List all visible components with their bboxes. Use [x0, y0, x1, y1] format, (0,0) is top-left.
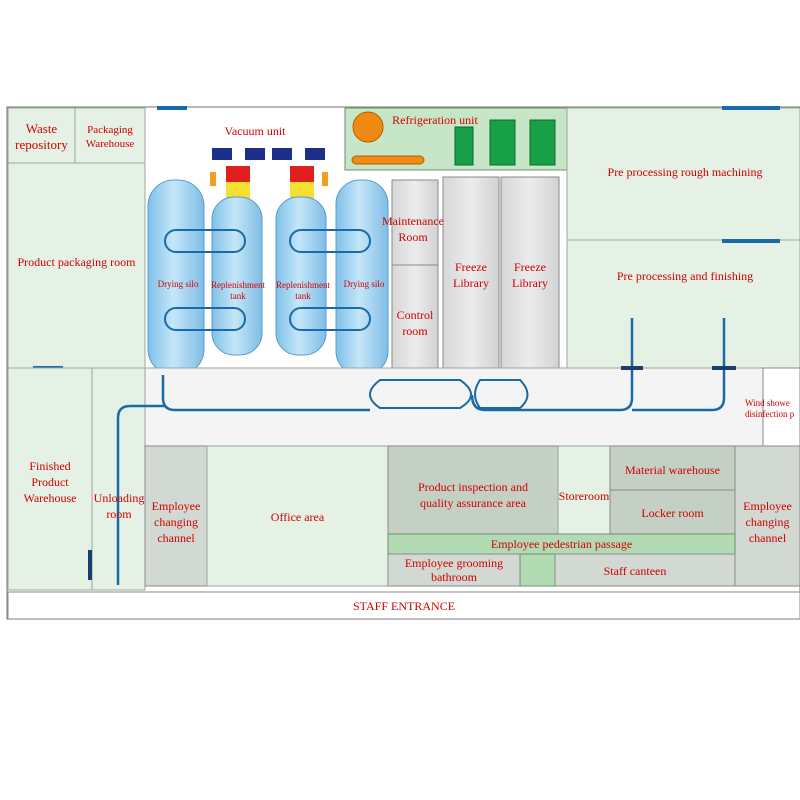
window-marker	[722, 106, 780, 110]
pre-processing-rough-room	[566, 107, 800, 241]
label-product-inspection: Product inspection and quality assurance…	[418, 480, 528, 510]
label-freeze-library-2: Freeze Library	[512, 260, 548, 290]
tank-connector	[289, 229, 371, 253]
replenishment-tank-2	[275, 196, 327, 356]
label-packaging-warehouse: Packaging Warehouse	[85, 124, 135, 150]
pipe-marker	[712, 366, 736, 370]
freeze-library-1-room	[442, 176, 500, 369]
product-packaging-room	[7, 162, 146, 369]
refrigeration-pipe	[351, 155, 425, 165]
refrigeration-module	[489, 119, 516, 166]
label-office-area: Office area	[270, 510, 325, 524]
label-maintenance-room: Maintenance Room	[382, 214, 444, 244]
control-room	[391, 264, 439, 369]
label-replenishment-tank-1: Replenishment tank	[211, 280, 265, 301]
tank-connector	[164, 307, 246, 331]
pump-yellow	[290, 182, 314, 200]
vacuum-pump	[212, 148, 232, 160]
label-staff-canteen: Staff canteen	[603, 564, 667, 578]
office-area-room	[206, 445, 389, 587]
staff-canteen-room	[554, 553, 736, 587]
refrigeration-compressor	[352, 111, 384, 143]
label-pre-processing-finishing: Pre processing and finishing	[616, 269, 754, 283]
label-wind-shower: Wind showe disinfection p	[745, 398, 795, 419]
label-refrigeration-unit: Refrigeration unit	[392, 113, 478, 127]
window-marker	[722, 239, 780, 243]
unloading-pipe	[116, 404, 165, 585]
label-employee-changing-channel-2: Employee changing channel	[743, 499, 792, 545]
right-pipe-loop	[474, 379, 529, 409]
pump-red	[226, 166, 250, 182]
vacuum-pump	[245, 148, 265, 160]
label-control-room: Control room	[396, 308, 434, 338]
refrigeration-module	[529, 119, 556, 166]
staff-entrance-strip	[7, 591, 800, 620]
product-inspection-room	[387, 445, 559, 535]
locker-room	[609, 489, 736, 535]
label-drying-silo-2: Drying silo	[343, 278, 385, 289]
freeze-library-2-room	[500, 176, 560, 369]
refrigeration-module	[454, 126, 474, 166]
label-locker-room: Locker room	[641, 506, 704, 520]
corridor	[144, 367, 800, 447]
label-finished-product-warehouse: Finished Product Warehouse	[23, 459, 77, 505]
pipe-marker	[621, 366, 643, 370]
passage-door	[519, 553, 556, 587]
label-employee-changing-channel-1: Employee changing channel	[151, 499, 201, 545]
vacuum-pump	[305, 148, 325, 160]
waste-repository-room	[7, 107, 76, 164]
label-staff-entrance: STAFF ENTRANCE	[352, 599, 456, 613]
label-freeze-library-1: Freeze Library	[453, 260, 489, 290]
pump-orange	[322, 172, 328, 186]
vacuum-pump	[272, 148, 292, 160]
label-product-packaging-room: Product packaging room	[17, 255, 136, 269]
label-storeroom: Storeroom	[558, 489, 610, 503]
storeroom	[557, 445, 611, 535]
pre-processing-finishing-room	[566, 239, 800, 369]
window-marker	[157, 106, 187, 110]
label-employee-grooming-bathroom: Employee grooming bathroom	[404, 556, 504, 584]
replenishment-tank-1	[211, 196, 263, 356]
tank-connector	[164, 229, 246, 253]
pump-yellow	[226, 182, 250, 200]
tank-connector	[289, 307, 371, 331]
label-drying-silo-1: Drying silo	[157, 278, 199, 289]
label-replenishment-tank-2: Replenishment tank	[276, 280, 330, 301]
maintenance-room	[391, 179, 439, 266]
pump-orange	[210, 172, 216, 186]
right-pipe	[632, 318, 726, 412]
label-material-warehouse: Material warehouse	[625, 463, 720, 477]
material-warehouse-room	[609, 445, 736, 491]
label-vacuum-unit: Vacuum unit	[224, 124, 286, 138]
employee-grooming-bathroom-room	[387, 553, 521, 587]
label-pre-processing-rough: Pre processing rough machining	[607, 165, 763, 179]
main-pipe-loop	[161, 318, 634, 412]
label-employee-pedestrian-passage: Employee pedestrian passage	[490, 537, 633, 551]
label-waste-repository: Waste repository	[15, 121, 68, 152]
bottom-tank-pipe	[369, 379, 472, 409]
employee-changing-channel-2-room	[734, 445, 800, 587]
label-unloading-room: Unloading room	[93, 491, 145, 521]
employee-changing-channel-1-room	[144, 445, 208, 587]
pipe-marker	[88, 550, 92, 580]
pump-red	[290, 166, 314, 182]
